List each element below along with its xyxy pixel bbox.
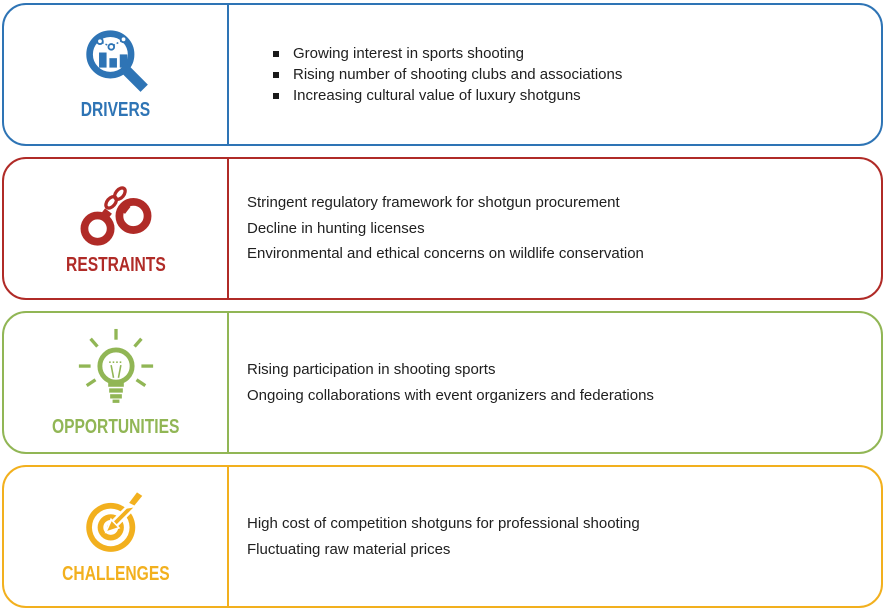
card-challenges-content: High cost of competition shotguns for pr… [229, 467, 881, 606]
card-drivers-left-panel: DRIVERS [4, 5, 229, 144]
card-restraints-label: RESTRAINTS [65, 253, 166, 276]
card-opportunities-label: OPPORTUNITIES [51, 415, 180, 438]
card-text-line: Stringent regulatory framework for shotg… [247, 194, 620, 212]
card-text-line: Decline in hunting licenses [247, 219, 425, 237]
bullet-text: Growing interest in sports shooting [293, 45, 524, 62]
bullet-item: Rising number of shooting clubs and asso… [247, 64, 881, 85]
card-challenges-left-panel: CHALLENGES [4, 467, 229, 606]
card-opportunities: OPPORTUNITIES Rising participation in sh… [2, 311, 883, 454]
bullet-text: Increasing cultural value of luxury shot… [293, 87, 581, 104]
square-bullet-icon [247, 43, 293, 64]
handcuffs-icon [76, 181, 156, 249]
card-text-line: Environmental and ethical concerns on wi… [247, 245, 644, 263]
target-arrow-icon [81, 488, 151, 558]
card-text-line: Fluctuating raw material prices [247, 540, 451, 558]
card-restraints-left-panel: RESTRAINTS [4, 159, 229, 298]
card-restraints-content: Stringent regulatory framework for shotg… [229, 159, 881, 298]
card-challenges: CHALLENGES High cost of competition shot… [2, 465, 883, 608]
bullet-text: Rising number of shooting clubs and asso… [293, 66, 623, 83]
card-opportunities-content: Rising participation in shooting sports … [229, 313, 881, 452]
card-text-line: High cost of competition shotguns for pr… [247, 515, 640, 532]
card-text-line: Ongoing collaborations with event organi… [247, 386, 654, 404]
bullet-item: Increasing cultural value of luxury shot… [247, 85, 881, 106]
square-bullet-icon [247, 85, 293, 106]
card-drivers-label: DRIVERS [80, 98, 151, 121]
drivers-bullet-list: Growing interest in sports shooting Risi… [247, 43, 881, 106]
card-text-line: Rising participation in shooting sports [247, 361, 496, 378]
card-drivers-content: Growing interest in sports shooting Risi… [229, 5, 881, 144]
square-bullet-icon [247, 64, 293, 85]
chart-magnifier-icon [82, 28, 150, 94]
card-drivers: DRIVERS Growing interest in sports shoot… [2, 3, 883, 146]
card-restraints: RESTRAINTS Stringent regulatory framewor… [2, 157, 883, 300]
lightbulb-icon [64, 327, 168, 411]
card-opportunities-left-panel: OPPORTUNITIES [4, 313, 229, 452]
bullet-item: Growing interest in sports shooting [247, 43, 881, 64]
card-challenges-label: CHALLENGES [61, 562, 170, 585]
